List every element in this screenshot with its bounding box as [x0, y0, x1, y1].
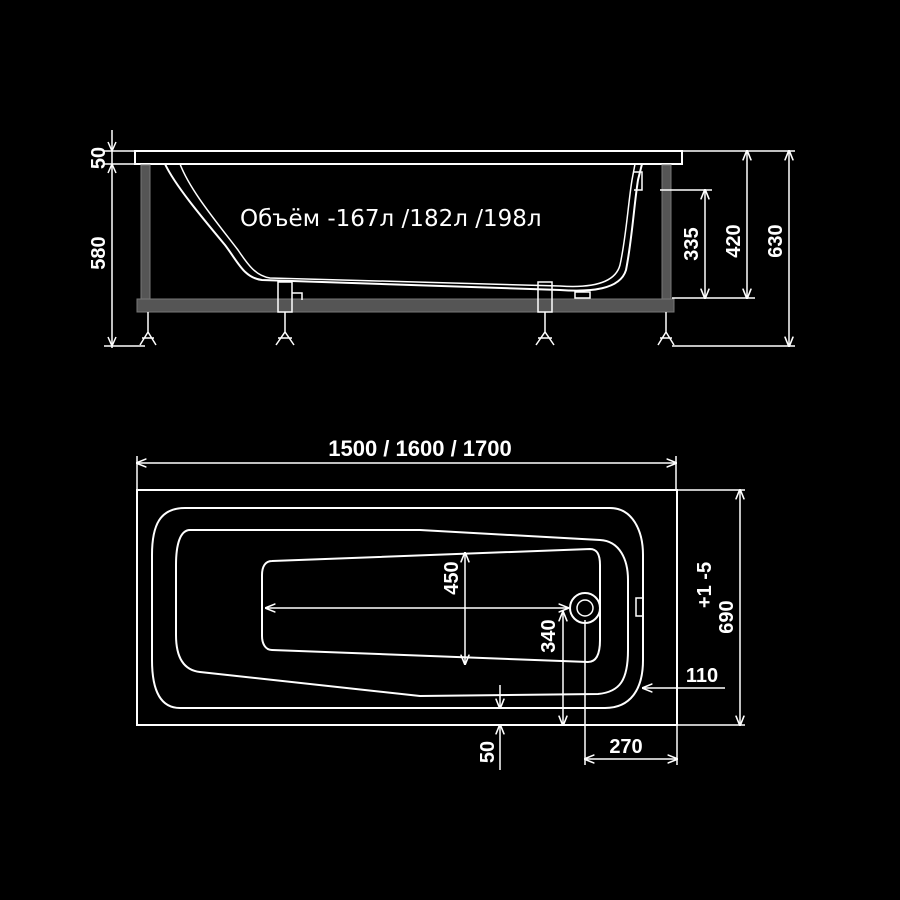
siphon-left	[275, 281, 303, 346]
dim-270-label: 270	[609, 736, 642, 758]
dim-340-label: 340	[538, 619, 560, 652]
dim-length-label: 1500 / 1600 / 1700	[328, 436, 512, 461]
dim-50-label: 50	[477, 741, 499, 763]
dim-110-label: 110	[686, 665, 718, 687]
tub-rim-outline	[151, 507, 644, 709]
tub-inner-outline	[179, 163, 636, 288]
dim-frame-height-label: 580	[88, 236, 110, 269]
frame-leg-left	[140, 164, 151, 306]
overflow-fitting	[634, 171, 643, 191]
foot-left	[139, 312, 157, 346]
tub-rim	[134, 150, 683, 165]
tub-bottom-panel	[261, 547, 601, 664]
dim-rim-label: 50	[88, 147, 110, 169]
tub-outer-outline	[136, 489, 678, 726]
dim-width-tolerance-label: +1 -5	[694, 562, 716, 608]
frame-leg-right	[661, 164, 672, 306]
dim-width-label: 690	[716, 600, 738, 633]
volume-note: Объём -167л /182л /198л	[240, 206, 542, 232]
dim-450-label: 450	[441, 561, 463, 594]
dim-total-height-label: 630	[765, 224, 787, 257]
dim-335-label: 335	[681, 227, 703, 260]
siphon-right	[535, 281, 591, 346]
side-view: Объём -167л /182л /198л 50 580 335 420 6…	[88, 130, 795, 348]
frame-base-bar	[136, 298, 675, 313]
foot-right	[657, 312, 675, 346]
drain-icon	[569, 592, 601, 624]
overflow-icon	[635, 597, 644, 617]
top-view: 1500 / 1600 / 1700 450 340 690 +1 -5	[137, 436, 745, 770]
tub-basin-outline	[175, 529, 629, 698]
tub-body-outline	[164, 163, 643, 292]
dim-420-label: 420	[723, 224, 745, 257]
